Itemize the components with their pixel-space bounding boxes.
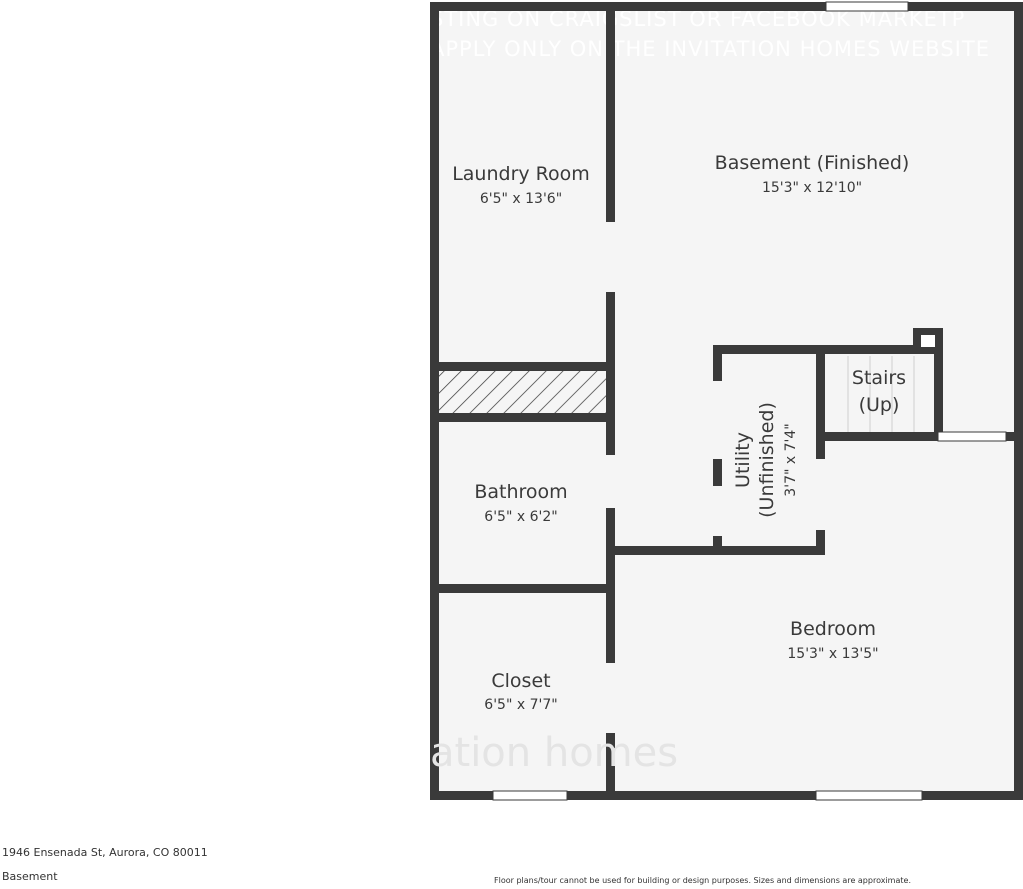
property-address: 1946 Ensenada St, Aurora, CO 80011 (2, 846, 208, 859)
utility-subtitle: (Unfinished) (756, 402, 778, 518)
utility-label: Utility (Unfinished) 3'7" x 7'4" (732, 402, 799, 518)
bedroom-dims: 15'3" x 13'5" (787, 646, 878, 662)
bathroom-name: Bathroom (474, 481, 567, 503)
hatched-shaft (439, 370, 606, 414)
windows (492, 1, 1007, 801)
watermark-line-2: APPLY ONLY ON THE INVITATION HOMES WEBSI… (430, 37, 990, 61)
closet-name: Closet (491, 670, 550, 692)
basement-name: Basement (Finished) (715, 152, 910, 174)
bedroom-name: Bedroom (790, 618, 876, 640)
disclaimer: Floor plans/tour cannot be used for buil… (494, 876, 911, 885)
laundry-room-dims: 6'5" x 13'6" (480, 191, 562, 207)
laundry-room-name: Laundry Room (452, 163, 590, 185)
window-stair-landing (937, 431, 1007, 442)
stair-treads (847, 356, 915, 432)
window-top (825, 1, 909, 12)
bathroom-dims: 6'5" x 6'2" (484, 509, 557, 525)
floor-level-label: Basement (2, 870, 58, 883)
basement-dims: 15'3" x 12'10" (762, 180, 862, 196)
stairs-label-line-2: (Up) (859, 394, 900, 416)
column-inner (921, 335, 935, 347)
watermark-center: ation homes (430, 730, 678, 776)
window-bottom-right (815, 790, 923, 801)
stairs-label-line-1: Stairs (852, 367, 906, 389)
window-bottom-left (492, 790, 568, 801)
closet-dims: 6'5" x 7'7" (484, 697, 557, 713)
utility-dims: 3'7" x 7'4" (783, 423, 799, 496)
walls (430, 2, 1023, 800)
utility-name: Utility (732, 432, 754, 488)
